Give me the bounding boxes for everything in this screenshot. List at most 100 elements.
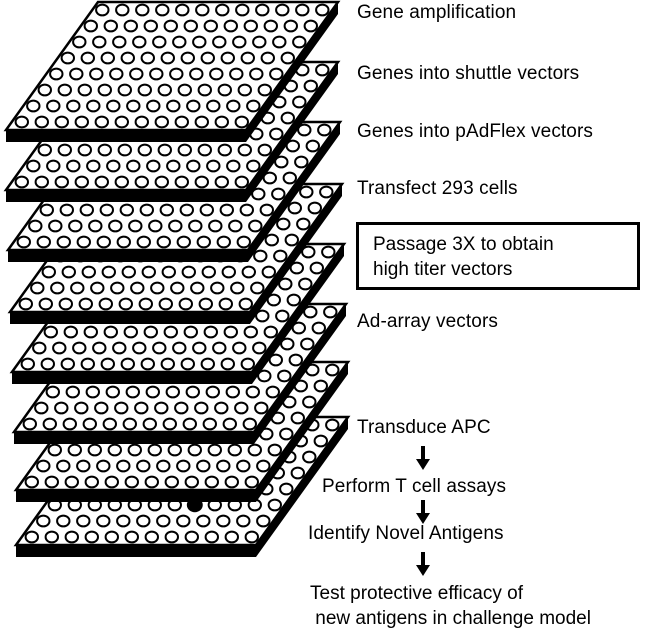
well bbox=[52, 341, 67, 355]
well bbox=[74, 401, 89, 415]
well bbox=[86, 99, 101, 113]
well bbox=[178, 297, 194, 311]
well bbox=[168, 219, 183, 233]
well bbox=[154, 115, 170, 129]
well bbox=[63, 325, 79, 339]
well bbox=[97, 143, 113, 157]
well bbox=[288, 353, 303, 367]
well bbox=[90, 281, 105, 295]
well bbox=[215, 3, 230, 17]
well bbox=[46, 159, 61, 173]
well bbox=[219, 203, 235, 217]
well bbox=[30, 281, 45, 295]
well bbox=[81, 265, 97, 279]
well bbox=[252, 35, 267, 49]
well bbox=[278, 277, 293, 291]
well bbox=[72, 35, 87, 49]
well bbox=[260, 51, 275, 65]
well bbox=[196, 514, 211, 528]
well bbox=[28, 219, 43, 233]
well bbox=[64, 530, 80, 544]
well bbox=[128, 219, 143, 233]
well bbox=[200, 357, 216, 371]
well bbox=[272, 35, 287, 49]
well bbox=[311, 321, 326, 335]
well bbox=[36, 459, 51, 473]
well bbox=[243, 19, 259, 33]
well bbox=[238, 297, 254, 311]
well bbox=[184, 475, 200, 489]
well bbox=[284, 233, 299, 247]
well bbox=[194, 115, 210, 129]
well bbox=[192, 35, 207, 49]
well bbox=[303, 305, 318, 319]
well bbox=[212, 341, 227, 355]
well bbox=[79, 203, 95, 217]
well bbox=[92, 341, 107, 355]
well bbox=[89, 67, 104, 81]
well bbox=[49, 67, 64, 81]
well bbox=[220, 51, 236, 65]
well bbox=[230, 281, 245, 295]
well bbox=[77, 83, 93, 97]
well bbox=[296, 217, 311, 231]
well bbox=[183, 325, 199, 339]
well bbox=[116, 514, 131, 528]
well bbox=[14, 175, 29, 189]
well bbox=[244, 475, 260, 489]
well bbox=[70, 281, 85, 295]
final-step-line1: Test protective efficacy of bbox=[310, 583, 523, 604]
well bbox=[100, 51, 116, 65]
well bbox=[298, 277, 313, 291]
step-label-transfect-cells: Transfect 293 cells bbox=[357, 178, 518, 199]
well bbox=[232, 341, 247, 355]
well bbox=[110, 281, 125, 295]
well bbox=[95, 3, 110, 17]
well bbox=[247, 443, 263, 457]
well bbox=[154, 401, 169, 415]
well bbox=[303, 79, 318, 93]
step-label-ad-array-vectors: Ad-array vectors bbox=[357, 311, 498, 332]
well bbox=[240, 357, 256, 371]
well bbox=[265, 385, 280, 399]
well bbox=[292, 35, 307, 49]
well bbox=[96, 459, 111, 473]
well bbox=[201, 265, 217, 279]
well bbox=[50, 281, 65, 295]
well bbox=[136, 459, 151, 473]
well bbox=[263, 325, 278, 339]
well bbox=[44, 530, 59, 544]
well bbox=[121, 265, 137, 279]
well bbox=[112, 341, 127, 355]
well bbox=[149, 67, 164, 81]
well bbox=[100, 357, 116, 371]
well bbox=[165, 385, 181, 399]
well bbox=[83, 325, 99, 339]
well bbox=[207, 443, 223, 457]
well bbox=[129, 67, 144, 81]
well bbox=[72, 341, 87, 355]
well bbox=[223, 325, 239, 339]
down-arrow-icon bbox=[416, 500, 430, 524]
well bbox=[82, 417, 98, 431]
well bbox=[224, 530, 240, 544]
well bbox=[57, 83, 73, 97]
well bbox=[182, 417, 198, 431]
step-label-padflex-vectors: Genes into pAdFlex vectors bbox=[357, 121, 593, 142]
well bbox=[186, 159, 201, 173]
well bbox=[94, 175, 110, 189]
well bbox=[162, 417, 178, 431]
well bbox=[236, 514, 251, 528]
well bbox=[127, 443, 143, 457]
final-step-label: Test protective efficacy of new antigens… bbox=[310, 581, 591, 631]
well bbox=[154, 175, 170, 189]
well bbox=[202, 417, 218, 431]
well bbox=[117, 83, 133, 97]
well bbox=[256, 514, 271, 528]
well bbox=[157, 83, 173, 97]
well bbox=[235, 3, 250, 17]
well bbox=[44, 475, 59, 489]
well bbox=[180, 51, 196, 65]
well bbox=[183, 19, 199, 33]
well bbox=[83, 19, 99, 33]
